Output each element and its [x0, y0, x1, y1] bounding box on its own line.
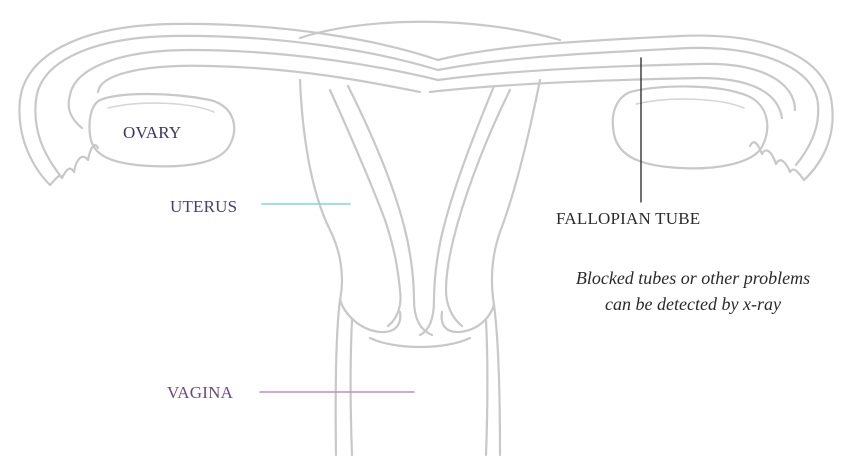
uterus-right-inner-wall-2 — [420, 86, 494, 335]
uterus-right-outer-wall — [492, 80, 540, 455]
uterus-label: UTERUS — [170, 198, 237, 215]
caption: Blocked tubes or other problems can be d… — [540, 265, 846, 317]
uterus-left-outer-wall — [300, 80, 342, 455]
left-fallopian-tube-outer — [19, 24, 438, 185]
left-ovary-inner — [108, 103, 214, 112]
caption-line-2: can be detected by x-ray — [540, 291, 846, 317]
left-fimbriae — [50, 145, 98, 185]
cervix-left-lobe — [340, 300, 400, 332]
caption-line-1: Blocked tubes or other problems — [540, 265, 846, 291]
fallopian-tube-label: FALLOPIAN TUBE — [556, 210, 700, 227]
vagina-label: VAGINA — [167, 384, 233, 401]
ovary-label: OVARY — [123, 124, 181, 141]
left-tube-upper-canal — [69, 50, 438, 128]
vagina-right-inner — [486, 320, 488, 455]
left-tube-lower-canal — [98, 66, 420, 92]
right-fimbriae — [750, 142, 804, 180]
left-fallopian-tube-inner — [35, 36, 438, 178]
vagina-left-inner — [351, 320, 353, 455]
right-ovary-inner — [636, 99, 744, 108]
uterus-left-inner-wall-2 — [348, 86, 432, 335]
cervix-bottom — [370, 338, 470, 347]
